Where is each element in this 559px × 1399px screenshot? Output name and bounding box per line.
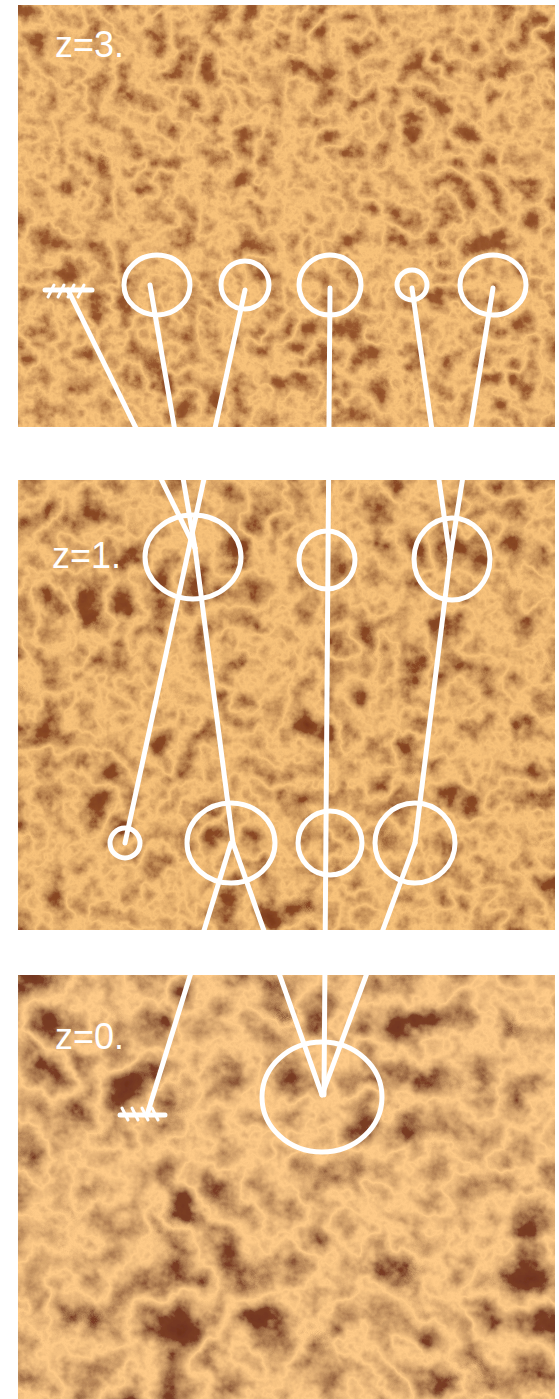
merger-line xyxy=(195,548,233,843)
redshift-panel: z=0. xyxy=(18,975,555,1399)
merger-line xyxy=(324,288,330,1095)
hatch-symbol xyxy=(120,1108,165,1120)
hatch-symbol xyxy=(45,285,92,297)
merger-line xyxy=(412,288,450,558)
redshift-label: z=3. xyxy=(55,25,124,65)
halo-circle xyxy=(460,255,526,315)
redshift-label: z=0. xyxy=(55,1017,124,1057)
redshift-label: z=1. xyxy=(52,536,121,576)
halo-circle xyxy=(221,261,269,309)
redshift-panel: z=1. xyxy=(18,480,555,930)
halo-circle xyxy=(298,811,362,875)
panel-ground xyxy=(18,5,555,427)
merger-line xyxy=(68,290,195,548)
panel-ground xyxy=(18,480,555,930)
cosmic-web xyxy=(18,975,555,1399)
redshift-panel: z=3. xyxy=(18,5,555,427)
merger-line xyxy=(233,843,322,1095)
merger-line xyxy=(415,558,450,843)
merger-line xyxy=(147,843,231,1115)
cosmic-web xyxy=(18,5,555,427)
panel-ground xyxy=(18,975,555,1399)
merger-line xyxy=(322,843,415,1095)
merger-line xyxy=(150,285,195,548)
merger-line xyxy=(125,290,245,843)
cosmic-web xyxy=(18,480,555,930)
merger-line xyxy=(450,288,493,558)
halo-circle xyxy=(124,255,190,315)
